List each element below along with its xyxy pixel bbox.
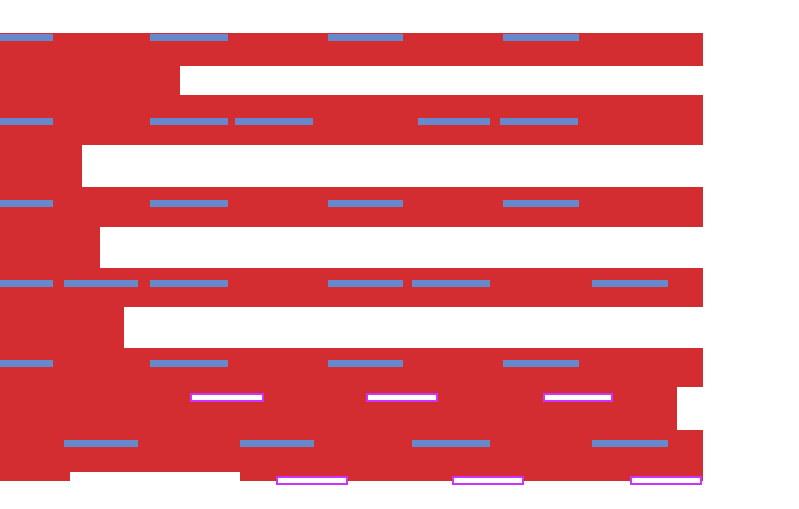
- redacted-text-line: [0, 472, 70, 481]
- link-run[interactable]: [328, 200, 403, 207]
- link-run[interactable]: [418, 118, 490, 125]
- link-run[interactable]: [0, 200, 53, 207]
- link-run[interactable]: [0, 280, 53, 287]
- link-run[interactable]: [503, 360, 579, 367]
- link-run[interactable]: [328, 360, 403, 367]
- link-run[interactable]: [64, 280, 138, 287]
- link-run[interactable]: [240, 440, 314, 447]
- link-run[interactable]: [150, 200, 228, 207]
- active-link-run[interactable]: [630, 476, 702, 485]
- active-link-run[interactable]: [276, 476, 348, 485]
- link-run[interactable]: [592, 440, 668, 447]
- link-run[interactable]: [235, 118, 313, 125]
- redacted-text-line: [0, 227, 100, 268]
- link-run[interactable]: [500, 118, 578, 125]
- link-run[interactable]: [412, 440, 490, 447]
- link-run[interactable]: [150, 360, 228, 367]
- redacted-text-line: [0, 430, 703, 472]
- link-run[interactable]: [64, 440, 138, 447]
- redacted-text-line: [0, 307, 124, 348]
- redacted-text-line: [0, 66, 180, 95]
- link-run[interactable]: [328, 34, 403, 41]
- redacted-text-line: [0, 348, 703, 387]
- active-link-run[interactable]: [190, 393, 264, 402]
- link-run[interactable]: [328, 280, 403, 287]
- redacted-text-line: [0, 105, 703, 145]
- link-run[interactable]: [412, 280, 490, 287]
- link-run[interactable]: [0, 34, 53, 41]
- active-link-run[interactable]: [366, 393, 438, 402]
- redacted-text-line: [0, 268, 703, 307]
- link-run[interactable]: [592, 280, 668, 287]
- active-link-run[interactable]: [543, 393, 613, 402]
- link-run[interactable]: [150, 280, 228, 287]
- link-run[interactable]: [0, 360, 53, 367]
- link-run[interactable]: [503, 200, 579, 207]
- link-run[interactable]: [503, 34, 579, 41]
- active-link-run[interactable]: [452, 476, 524, 485]
- redacted-text-line: [0, 95, 703, 105]
- redacted-text-line: [0, 145, 82, 187]
- link-run[interactable]: [0, 118, 53, 125]
- link-run[interactable]: [150, 118, 228, 125]
- link-run[interactable]: [150, 34, 228, 41]
- redacted-text-line: [0, 187, 703, 227]
